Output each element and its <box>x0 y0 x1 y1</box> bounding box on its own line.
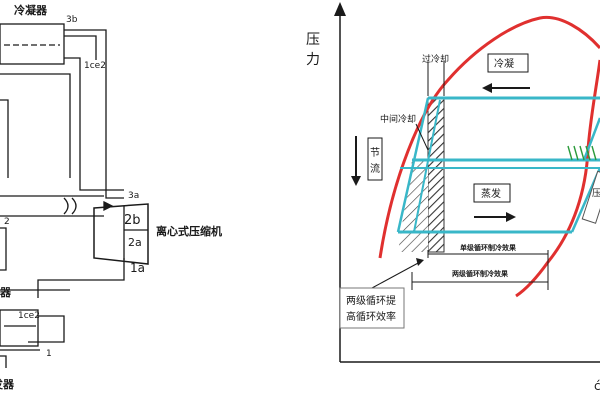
green-hatch <box>567 145 597 161</box>
label-2a: 2a <box>128 236 142 249</box>
bottom-fragment: 发器 <box>0 377 15 391</box>
y-axis-label-bottom: 力 <box>306 52 320 68</box>
throttle-label-1: 节 <box>370 147 380 159</box>
label-1: 1 <box>46 349 52 359</box>
label-3b: 3b <box>66 15 78 25</box>
saturation-dome <box>378 15 600 259</box>
throttle-arrow-head <box>351 176 361 186</box>
bottom-right-fragment: ć <box>594 379 600 393</box>
pipe-left-loop <box>0 99 9 178</box>
label-1ce2: 1ce2 <box>84 61 106 71</box>
label-3a: 3a <box>128 191 139 201</box>
pipe-evap-right <box>28 315 65 343</box>
compressor-label: 离心式压缩机 <box>156 224 222 238</box>
throttle-label-2: 流 <box>370 162 380 175</box>
condenser-label: 冷凝器 <box>14 3 48 17</box>
evaporator-box <box>0 309 39 347</box>
evaporate-label-box <box>473 183 511 203</box>
label-2: 2 <box>4 217 10 227</box>
fragment-mid: 器 <box>0 286 12 299</box>
y-axis-label-top: 压 <box>306 32 320 48</box>
two-stage-label: 两级循环制冷效果 <box>452 269 508 278</box>
right-edge-fragment: 压 <box>592 188 600 199</box>
right-edge-box <box>581 170 600 224</box>
right-labels: 压 力 过冷却 冷凝 中间冷却 节 流 蒸发 单级循环制冷效果 两级循环制冷效果… <box>306 32 600 393</box>
note-line-2: 高循环效率 <box>346 310 396 323</box>
pipe-arrow-ellipse-2 <box>71 197 77 215</box>
pipe-condenser-top <box>64 29 124 199</box>
pipe-left-loop-outer <box>0 73 71 178</box>
throttle-label-box <box>367 137 383 181</box>
left-schematic <box>0 23 149 368</box>
pipe-condenser-mid <box>64 57 124 191</box>
subcool-label: 过冷却 <box>422 53 449 65</box>
label-1a: 1a <box>130 261 145 275</box>
centrifugal-compressor <box>93 203 149 265</box>
pipe-condenser-inner <box>64 35 97 60</box>
flow-arrow <box>103 200 114 212</box>
label-1ce2-bottom: 1ce2 <box>18 311 40 321</box>
pipe-compressor-out <box>37 258 125 298</box>
condense-arrow-head <box>482 83 492 93</box>
left-labels: 冷凝器 3b 1ce2 3a 2 2b 2a 1a 离心式压缩机 器 1ce2 … <box>0 3 222 391</box>
pipe-arrow-ellipse <box>63 197 69 215</box>
evaporate-label: 蒸发 <box>481 187 501 200</box>
condense-label: 冷凝 <box>494 57 514 70</box>
throttle-line-left <box>396 97 430 233</box>
y-axis-arrow <box>334 2 346 16</box>
condenser-box <box>0 23 65 65</box>
note-pointer <box>371 261 421 289</box>
compression-line-2 <box>582 117 600 161</box>
pipe-evap-bottom-2 <box>0 355 7 368</box>
right-ph-diagram: 压 <box>334 2 600 363</box>
intercool-hatch-region <box>398 160 428 252</box>
left-small-box <box>0 227 7 271</box>
evaporate-arrow-head <box>506 212 516 222</box>
saturation-vapor-line <box>515 59 600 298</box>
single-stage-label: 单级循环制冷效果 <box>460 243 516 252</box>
throttle-line-mid <box>413 99 441 233</box>
label-2b: 2b <box>124 213 141 228</box>
intermediate-cool-label: 中间冷却 <box>380 113 416 125</box>
note-pointer-arrow <box>416 258 424 266</box>
efficiency-note-box <box>339 287 405 329</box>
intercool-pointer <box>415 123 429 151</box>
note-line-1: 两级循环提 <box>346 294 396 307</box>
condense-label-box <box>487 53 529 73</box>
